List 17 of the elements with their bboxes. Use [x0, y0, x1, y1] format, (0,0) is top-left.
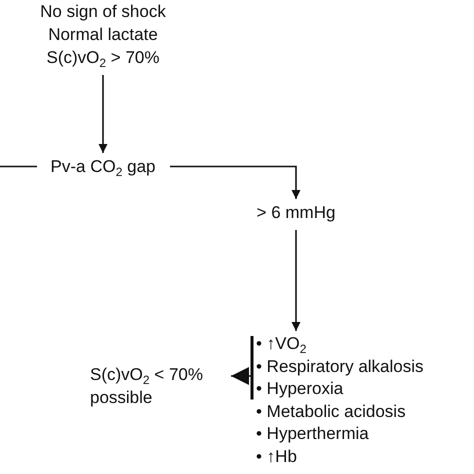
condition-text: S(c)vO$_{2}$ > 70%: [46, 47, 160, 69]
condition-text: No sign of shock: [39, 1, 167, 23]
threshold-text: > 6 mmHg: [256, 202, 336, 224]
list-item: • Hyperthermia: [256, 423, 370, 445]
arrow: [292, 230, 300, 331]
step-text: Pv-a CO$_{2}$ gap: [50, 156, 156, 178]
list-item: • Hyperoxia: [256, 378, 344, 400]
list-item: • ↑Hb: [256, 446, 298, 468]
arrow: [98, 75, 108, 153]
connector-line: [0, 166, 37, 168]
arrow: [170, 166, 300, 199]
list-item: • Metabolic acidosis: [256, 400, 407, 422]
arrow: [231, 367, 251, 385]
list-item: • Respiratory alkalosis: [256, 356, 425, 378]
result-text: S(c)vO$_{2}$ < 70% possible: [90, 364, 204, 409]
list-item: • ↑VO$_{2}$: [256, 333, 308, 356]
condition-text: Normal lactate: [47, 24, 159, 46]
